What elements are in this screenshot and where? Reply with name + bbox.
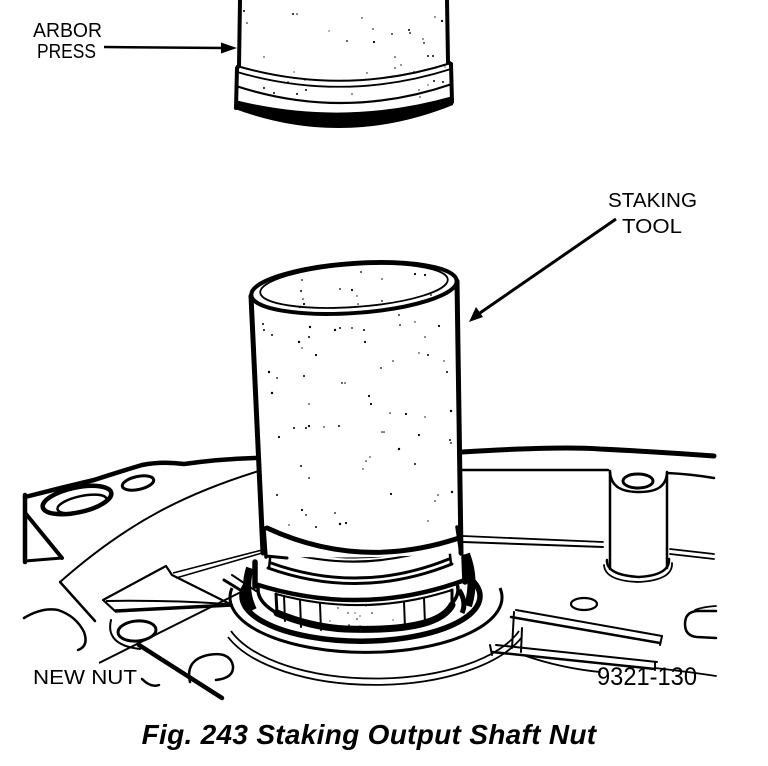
svg-text:Fig. 243 Staking Output Shaft: Fig. 243 Staking Output Shaft Nut xyxy=(142,719,598,750)
svg-text:PRESS: PRESS xyxy=(37,41,96,63)
svg-text:NEW NUT: NEW NUT xyxy=(33,667,137,689)
svg-text:STAKING: STAKING xyxy=(608,190,697,212)
svg-text:ARBOR: ARBOR xyxy=(33,20,102,42)
svg-text:9321-130: 9321-130 xyxy=(597,663,697,691)
svg-text:TOOL: TOOL xyxy=(622,216,682,238)
